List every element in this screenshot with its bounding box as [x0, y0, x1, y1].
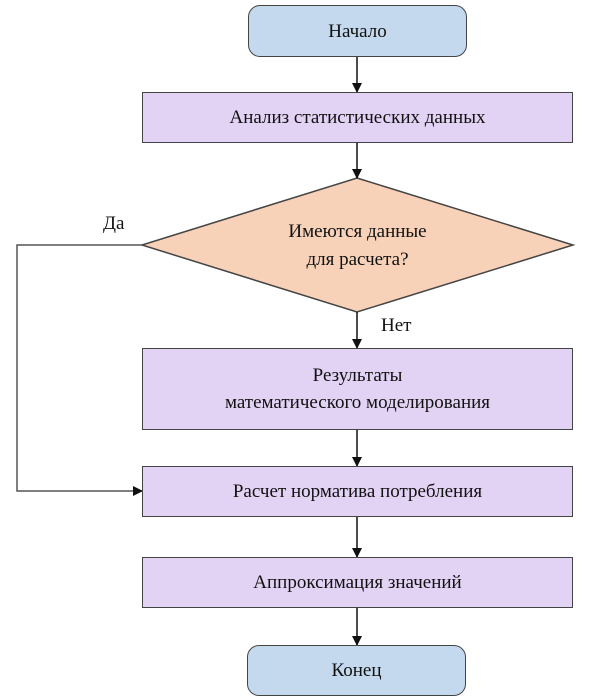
- analysis-step: Анализ статистических данных: [142, 92, 573, 143]
- results-step: Результаты математического моделирования: [142, 348, 573, 430]
- yes-label: Да: [103, 213, 125, 234]
- approx-label: Аппроксимация значений: [253, 572, 462, 593]
- start-label: Начало: [328, 20, 387, 42]
- analysis-label: Анализ статистических данных: [229, 107, 486, 128]
- decision-line2: для расчета?: [306, 249, 409, 270]
- arrow-decision-yes-loop: [16, 244, 143, 496]
- calc-label: Расчет норматива потребления: [232, 481, 483, 502]
- no-label: Нет: [381, 315, 412, 336]
- calc-step: Расчет норматива потребления: [142, 466, 573, 517]
- end-label: Конец: [331, 660, 382, 681]
- results-line1: Результаты: [312, 365, 403, 386]
- results-line2: математического моделирования: [224, 392, 491, 413]
- start-terminal: Начало: [248, 5, 467, 57]
- approx-step: Аппроксимация значений: [142, 557, 573, 608]
- decision-text: Имеются данные для расчета?: [142, 218, 573, 274]
- end-terminal: Конец: [247, 645, 466, 696]
- decision-line1: Имеются данные: [288, 221, 427, 242]
